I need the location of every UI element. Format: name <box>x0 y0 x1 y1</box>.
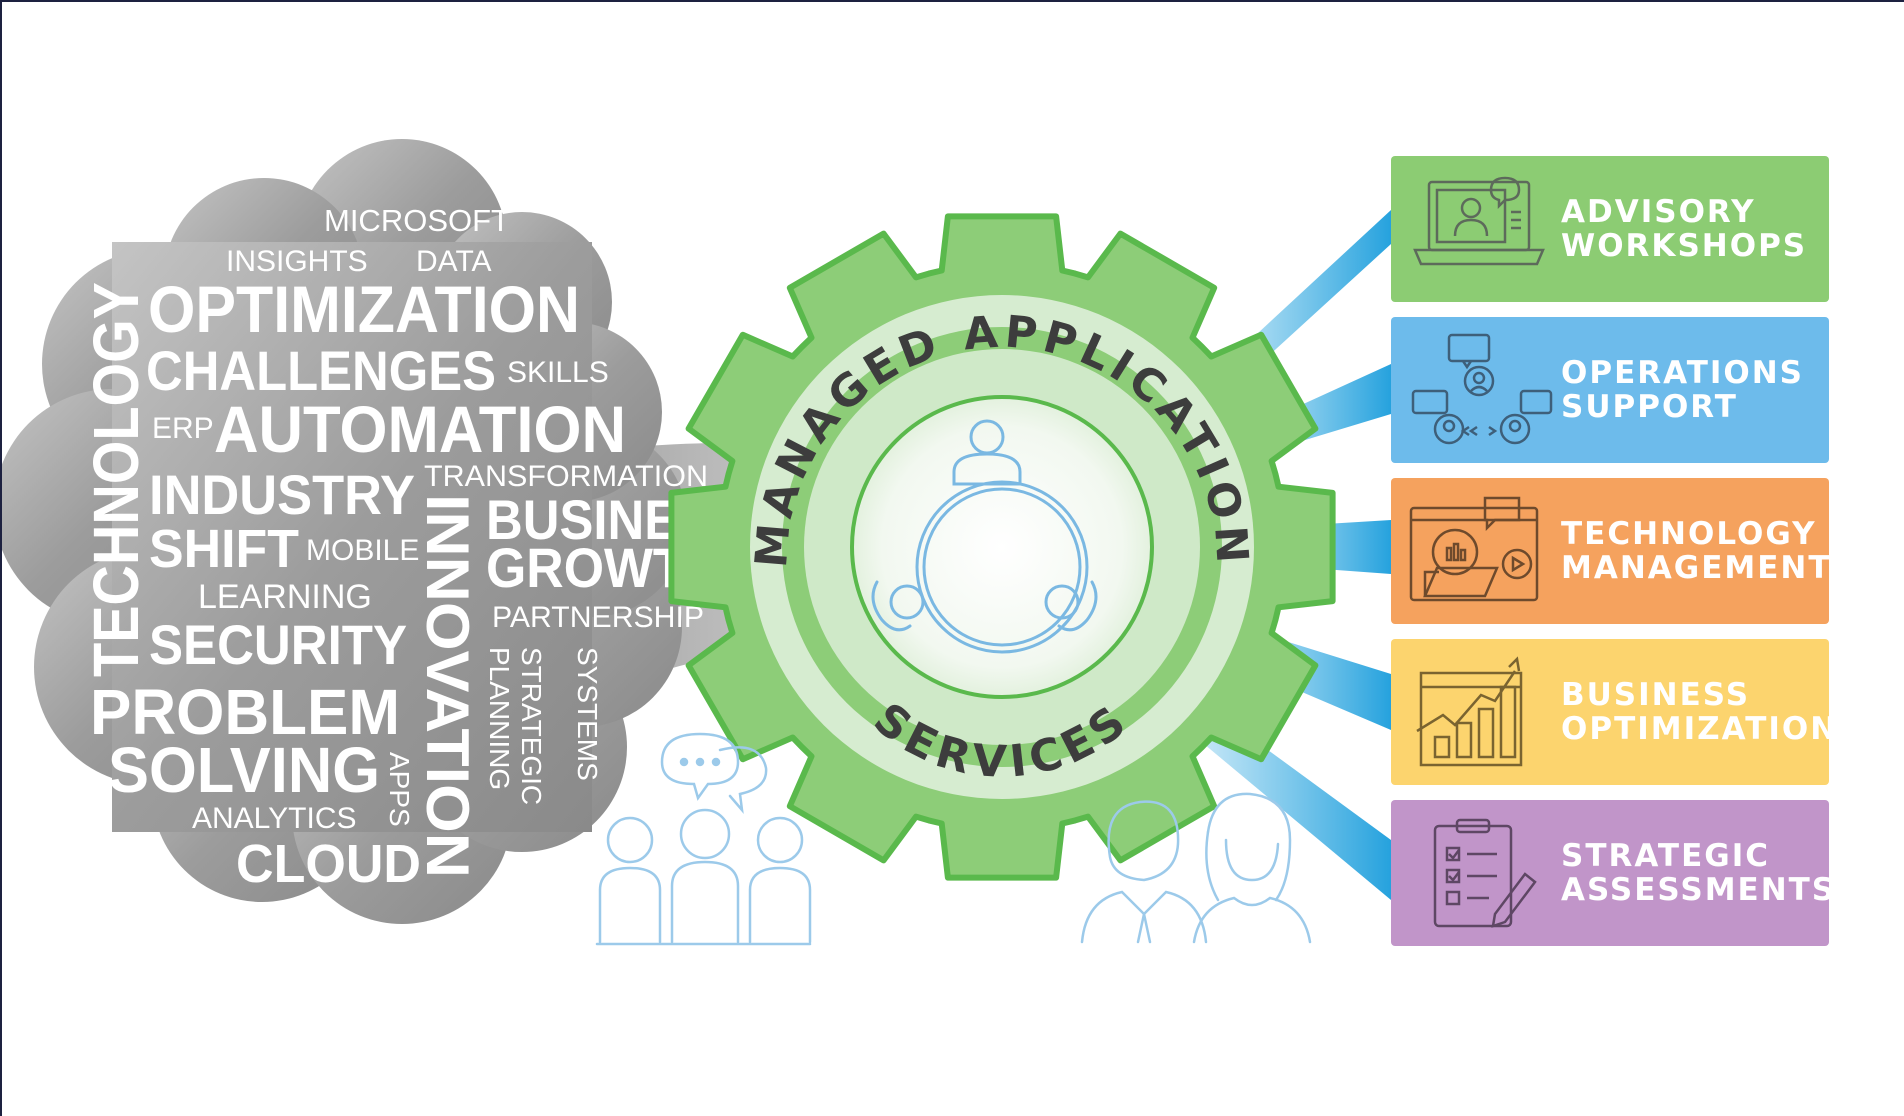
word-cloud: CLOUD <box>236 834 421 894</box>
word-mobile: MOBILE <box>306 534 419 567</box>
word-skills: SKILLS <box>507 356 609 389</box>
word-transformation: TRANSFORMATION <box>424 460 708 493</box>
word-industry: INDUSTRY <box>149 463 415 526</box>
word-analytics: ANALYTICS <box>192 802 357 835</box>
word-data: DATA <box>416 245 492 278</box>
service-label: STRATEGIC ASSESSMENTS <box>1561 800 1836 946</box>
service-advisory-workshops[interactable]: ADVISORY WORKSHOPS <box>1391 156 1829 302</box>
word-insights: INSIGHTS <box>226 245 368 278</box>
word-learning: LEARNING <box>198 578 372 616</box>
service-line1: STRATEGIC <box>1561 838 1770 874</box>
service-operations-support[interactable]: OPERATIONS SUPPORT <box>1391 317 1829 463</box>
service-label: ADVISORY WORKSHOPS <box>1561 156 1807 302</box>
service-business-optimization[interactable]: BUSINESS OPTIMIZATION <box>1391 639 1836 785</box>
word-partnership: PARTNERSHIP <box>492 601 704 634</box>
word-planning: PLANNING <box>484 647 515 790</box>
team-communication-icon <box>1411 333 1553 445</box>
managed-services-gear: MANAGED APPLICATION SERVICES <box>668 213 1336 881</box>
service-strategic-assessments[interactable]: STRATEGIC ASSESSMENTS <box>1391 800 1834 946</box>
word-apps: APPS <box>384 752 415 827</box>
word-solving: SOLVING <box>108 734 380 806</box>
word-challenges: CHALLENGES <box>146 339 496 402</box>
word-innovation: INNOVATION <box>414 494 481 878</box>
service-line2: SUPPORT <box>1561 389 1738 425</box>
team-meeting-icon <box>595 732 812 946</box>
service-line2: OPTIMIZATION <box>1561 711 1839 747</box>
service-line2: ASSESSMENTS <box>1561 872 1837 908</box>
word-technology: TECHNOLOGY <box>80 282 152 677</box>
growth-chart-icon <box>1416 656 1523 767</box>
collaboration-icon <box>871 419 1098 654</box>
service-line1: ADVISORY <box>1561 194 1756 230</box>
service-label: OPERATIONS SUPPORT <box>1561 317 1804 463</box>
word-systems: SYSTEMS <box>572 647 603 781</box>
word-automation: AUTOMATION <box>214 392 626 466</box>
service-line1: OPERATIONS <box>1561 355 1805 391</box>
gear-inner-circle <box>850 395 1154 699</box>
word-microsoft: MICROSOFT <box>324 203 510 238</box>
word-cloud-words: MICROSOFT INSIGHTS DATA TECHNOLOGY OPTIM… <box>80 203 746 894</box>
word-security: SECURITY <box>149 613 407 676</box>
service-line2: WORKSHOPS <box>1561 228 1808 264</box>
service-label: BUSINESS OPTIMIZATION <box>1561 639 1838 785</box>
word-problem: PROBLEM <box>90 676 400 748</box>
service-line2: MANAGEMENT <box>1561 550 1832 586</box>
word-cloud <box>2 139 687 924</box>
word-optimization: OPTIMIZATION <box>148 272 580 346</box>
service-line1: TECHNOLOGY <box>1561 516 1817 552</box>
business-people-icon <box>1080 792 1312 944</box>
service-technology-management[interactable]: TECHNOLOGY MANAGEMENT <box>1391 478 1832 624</box>
service-line1: BUSINESS <box>1561 677 1751 713</box>
word-erp: ERP <box>152 412 214 445</box>
laptop-video-call-icon <box>1413 176 1545 266</box>
word-shift: SHIFT <box>149 519 299 579</box>
word-strategic: STRATEGIC <box>516 647 547 805</box>
media-management-icon <box>1409 496 1539 602</box>
service-label: TECHNOLOGY MANAGEMENT <box>1561 478 1832 624</box>
checklist-clipboard-icon <box>1433 818 1537 928</box>
